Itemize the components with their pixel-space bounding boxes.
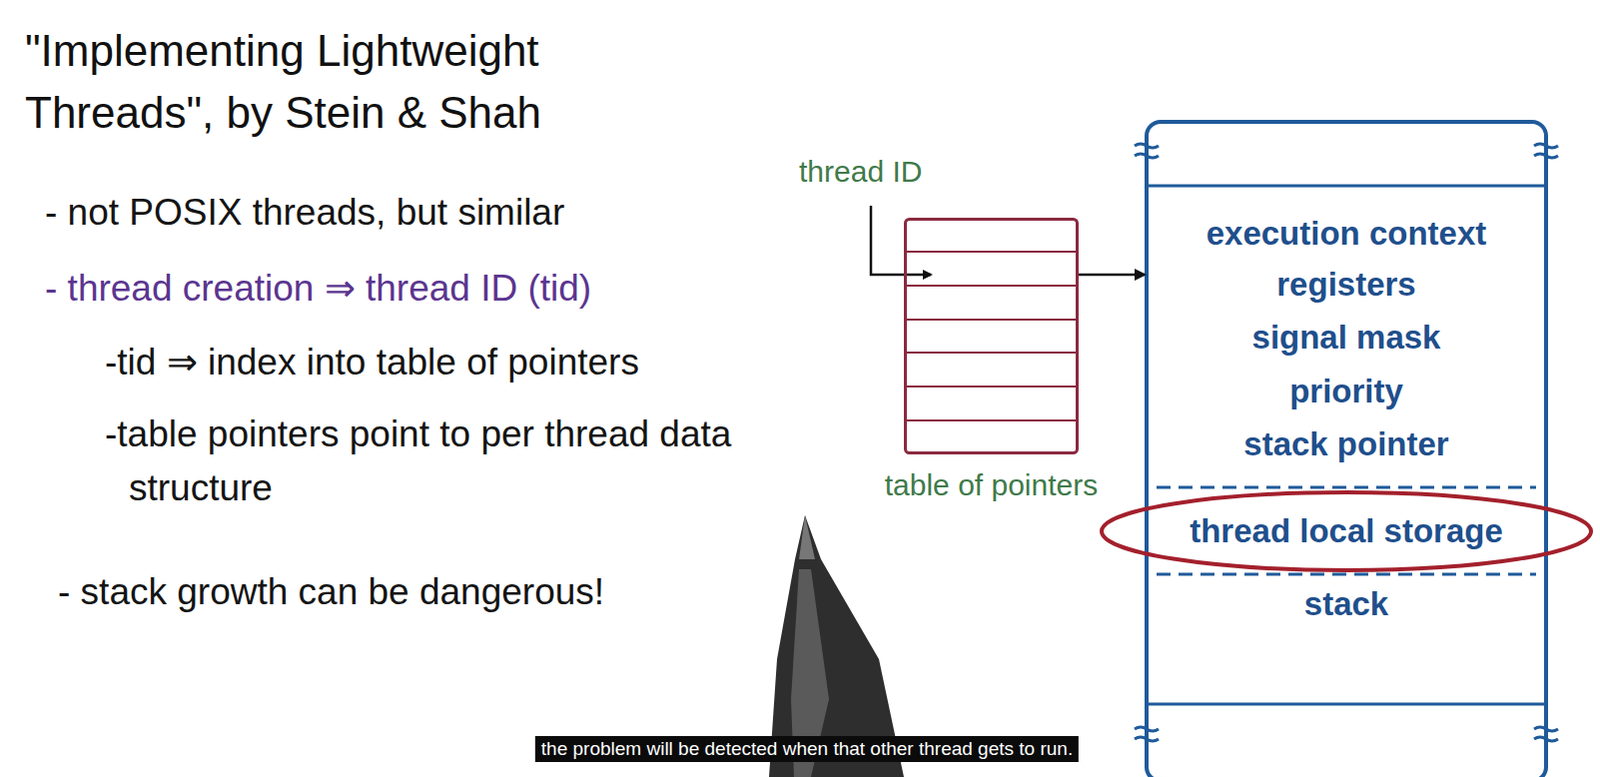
pointer-label: thread ID	[799, 149, 969, 194]
field-label: execution context	[1146, 213, 1547, 254]
struct-outline	[1146, 121, 1547, 777]
thread-data-structure: execution context registers signal mask pri…	[1146, 121, 1547, 765]
highlight-ellipse: thread local storage	[1098, 489, 1595, 574]
field-label: stack	[1146, 584, 1547, 625]
note-line: - thread creation ⇒ thread ID (tid)	[44, 261, 844, 316]
title: "Implementing Lightweight Threads", by S…	[24, 19, 655, 144]
field-label: registers	[1146, 264, 1547, 305]
dashed-divider	[1156, 486, 1537, 490]
section-line	[1146, 703, 1547, 707]
field-label: priority	[1146, 371, 1547, 412]
note-line: - stack growth can be dangerous!	[57, 565, 778, 620]
pointer-arrow	[1078, 273, 1145, 277]
field-label: thread local storage	[1098, 511, 1595, 552]
pointer-table: table of pointers	[903, 217, 1079, 455]
note-line: -table pointers point to per thread data…	[104, 407, 804, 516]
field-label: stack pointer	[1146, 424, 1547, 465]
section-line	[1146, 184, 1547, 188]
table-caption: table of pointers	[883, 468, 1099, 503]
subtitle-caption: the problem will be detected when that o…	[535, 736, 1079, 763]
leader-arrow	[870, 205, 931, 275]
note-line: - not POSIX threads, but similar	[44, 185, 824, 240]
note-line: -tid ⇒ index into table of pointers	[104, 335, 824, 390]
table-rows	[903, 217, 1079, 455]
field-label: signal mask	[1146, 317, 1547, 358]
dashed-divider	[1156, 573, 1537, 577]
break-marks	[1134, 143, 1559, 742]
